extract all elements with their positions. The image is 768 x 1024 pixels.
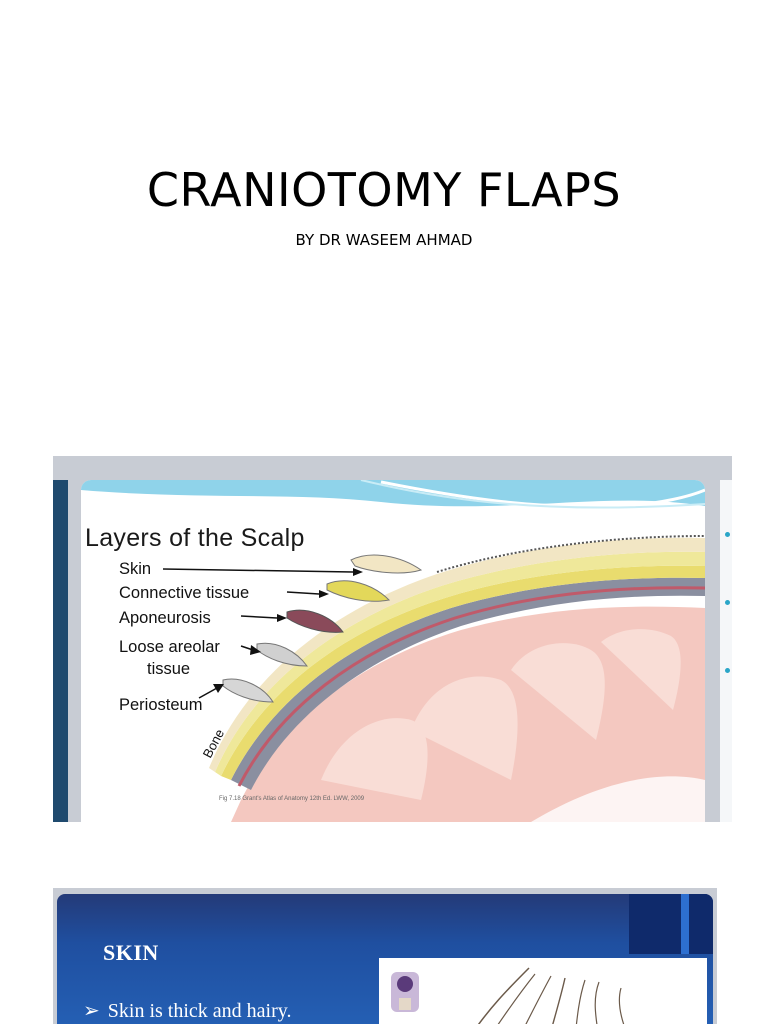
scalp-layers-illustration <box>81 480 705 822</box>
label-connective-tissue: Connective tissue <box>119 584 250 602</box>
bullet-text: Skin is thick and hairy. <box>107 1000 292 1022</box>
corner-accent <box>629 894 713 954</box>
previous-slide-edge <box>53 480 68 822</box>
bullet-dot-icon <box>725 600 730 605</box>
presentation-title: CRANIOTOMY FLAPS <box>146 163 622 217</box>
label-loose-areolar: Loose areolar <box>119 638 220 656</box>
label-skin: Skin <box>119 560 152 578</box>
bullet-dot-icon <box>725 532 730 537</box>
slide-heading: SKIN <box>103 940 159 965</box>
slide-skin[interactable]: SKIN ➢ Skin is thick and hairy. <box>53 888 717 1024</box>
skin-illustration <box>391 967 625 1024</box>
next-slide-edge <box>720 480 732 822</box>
label-loose-areolar-tissue: tissue <box>147 660 191 678</box>
label-aponeurosis: Aponeurosis <box>119 609 211 627</box>
scalp-diagram-title: Layers of the Scalp <box>85 524 305 552</box>
title-slide: CRANIOTOMY FLAPS BY DR WASEEM AHMAD <box>0 0 768 400</box>
figure-caption: Fig 7.18 Grant's Atlas of Anatomy 12th E… <box>219 796 365 802</box>
bullet-dot-icon <box>725 668 730 673</box>
slide-card: Layers of the Scalp Skin Connective tiss… <box>81 480 705 822</box>
corner-accent-stripe <box>681 894 689 954</box>
hair-follicle-image <box>379 958 707 1024</box>
label-periosteum: Periosteum <box>119 696 203 714</box>
presentation-author: BY DR WASEEM AHMAD <box>295 231 473 249</box>
slide-layers-of-scalp[interactable]: Layers of the Scalp Skin Connective tiss… <box>53 456 732 822</box>
slide-background: SKIN ➢ Skin is thick and hairy. <box>57 894 713 1024</box>
arrowhead-bullet-icon: ➢ <box>83 1000 100 1022</box>
bullet-point: ➢ Skin is thick and hairy. <box>83 998 291 1023</box>
